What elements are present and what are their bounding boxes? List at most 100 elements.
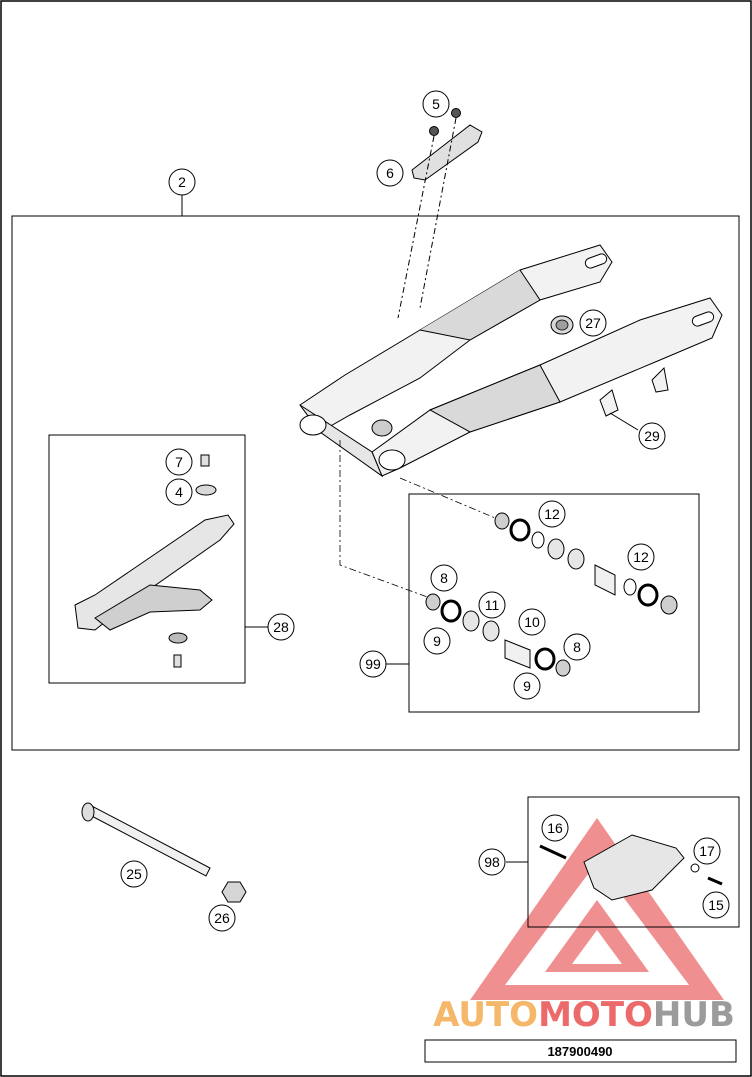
callout-8b-label: 8 (573, 639, 581, 655)
dash-bolt-5b (419, 117, 457, 309)
linkage-mount (371, 419, 393, 437)
bushing-upper-1 (547, 538, 565, 560)
seal-lower-1 (425, 593, 441, 611)
seal-upper-2 (660, 595, 678, 615)
slider-washer (168, 632, 188, 644)
spacer-lower (504, 639, 531, 669)
watermark (470, 818, 724, 1000)
callout-28: 28 (267, 613, 295, 641)
callout-29-label: 29 (644, 428, 660, 444)
bearing-upper-2 (637, 583, 659, 607)
swingarm (299, 244, 723, 478)
watermark-text: AUTOMOTOHUB (433, 995, 735, 1035)
callout-99-label: 99 (365, 656, 381, 672)
chain-guide-parts (539, 834, 723, 901)
watermark-text-hub: HUB (653, 995, 735, 1035)
bearing-upper-1 (509, 518, 531, 542)
swingarm-right-arm-shade (428, 364, 561, 433)
spacer-upper (594, 564, 616, 596)
callout-2-label: 2 (178, 174, 186, 190)
pivot-axle (81, 802, 247, 903)
callout-12a-label: 12 (544, 506, 560, 522)
washer-17 (690, 863, 700, 873)
callout-9a: 9 (423, 627, 451, 655)
callout-98-label: 98 (484, 854, 500, 870)
axle-shaft (83, 803, 211, 877)
callout-27-label: 27 (585, 315, 601, 331)
chain-slider-lower (94, 584, 213, 631)
callout-12b-label: 12 (633, 549, 649, 565)
callout-7-label: 7 (175, 454, 183, 470)
callout-10: 10 (518, 608, 546, 636)
watermark-triangle-hole (572, 930, 622, 964)
callout-17: 17 (693, 837, 721, 865)
bearing-lower-1 (440, 599, 462, 623)
callout-11: 11 (478, 591, 506, 619)
callout-11-label: 11 (485, 597, 500, 613)
callout-5-label: 5 (432, 96, 440, 112)
seal-upper-1 (494, 512, 510, 530)
callout-7: 7 (165, 448, 193, 476)
callout-15: 15 (702, 891, 730, 919)
callout-17-label: 17 (699, 843, 715, 859)
callout-9b: 9 (513, 672, 541, 700)
chain-guard-top (397, 108, 483, 319)
bolt-16 (539, 844, 567, 860)
chain-slider-frame (48, 434, 246, 684)
screw-7 (200, 454, 210, 467)
callout-98: 98 (478, 848, 506, 876)
callout-12b: 12 (627, 543, 655, 571)
rubber-plug (550, 315, 574, 335)
slider-screw (173, 654, 182, 668)
axle-nut (221, 881, 247, 903)
bolt-5b (451, 108, 461, 118)
callout-12a: 12 (538, 500, 566, 528)
part-number-box (424, 1039, 737, 1063)
caliper-bracket (599, 389, 619, 417)
callout-16: 16 (541, 814, 569, 842)
bushing-upper-2 (567, 548, 585, 570)
caliper-bracket-upper (651, 366, 669, 393)
dash-pivot-left (339, 440, 431, 599)
pivot-bore-left (299, 414, 327, 436)
chain-guide-body (583, 834, 685, 901)
dash-pivot-right (399, 477, 501, 521)
chain-slider-body (74, 514, 235, 631)
callout-25-label: 25 (126, 866, 142, 882)
swingarm-left-arm-shade (419, 269, 541, 341)
pivot-bore-right (378, 449, 406, 471)
callout-27: 27 (579, 309, 607, 337)
callout-10-label: 10 (524, 614, 540, 630)
callout-8a-label: 8 (440, 570, 448, 586)
callout-28-label: 28 (273, 619, 289, 635)
callout-99: 99 (359, 650, 387, 678)
callout-5: 5 (422, 90, 450, 118)
axle-slot-left (584, 253, 608, 269)
axle-slot-right (691, 311, 715, 327)
swingarm-frame (11, 215, 740, 751)
callout-4: 4 (165, 478, 193, 506)
callout-9b-label: 9 (523, 678, 531, 694)
rubber-plug-inner (555, 319, 569, 331)
seal-lower-2 (555, 659, 571, 677)
callout-9a-label: 9 (433, 633, 441, 649)
washer-upper-2 (623, 578, 637, 596)
bushing-lower-1 (462, 610, 480, 632)
callout-25: 25 (120, 860, 148, 888)
callout-26: 26 (208, 904, 236, 932)
washer-4 (195, 484, 217, 496)
guard-bracket-6 (411, 124, 483, 181)
bearing-kit-parts (425, 512, 678, 677)
callout-16-label: 16 (547, 820, 563, 836)
dash-bolt-5a (397, 135, 435, 319)
callout-6-label: 6 (386, 165, 394, 181)
callout-4-label: 4 (175, 484, 183, 500)
bolt-5a (429, 126, 439, 136)
watermark-text-moto: MOTO (538, 995, 653, 1035)
bearing-kit-frame (408, 493, 700, 713)
watermark-text-auto: AUTO (433, 995, 538, 1035)
callouts: 5 6 2 27 29 7 4 28 12 12 8 11 10 9 8 9 9… (120, 90, 730, 932)
